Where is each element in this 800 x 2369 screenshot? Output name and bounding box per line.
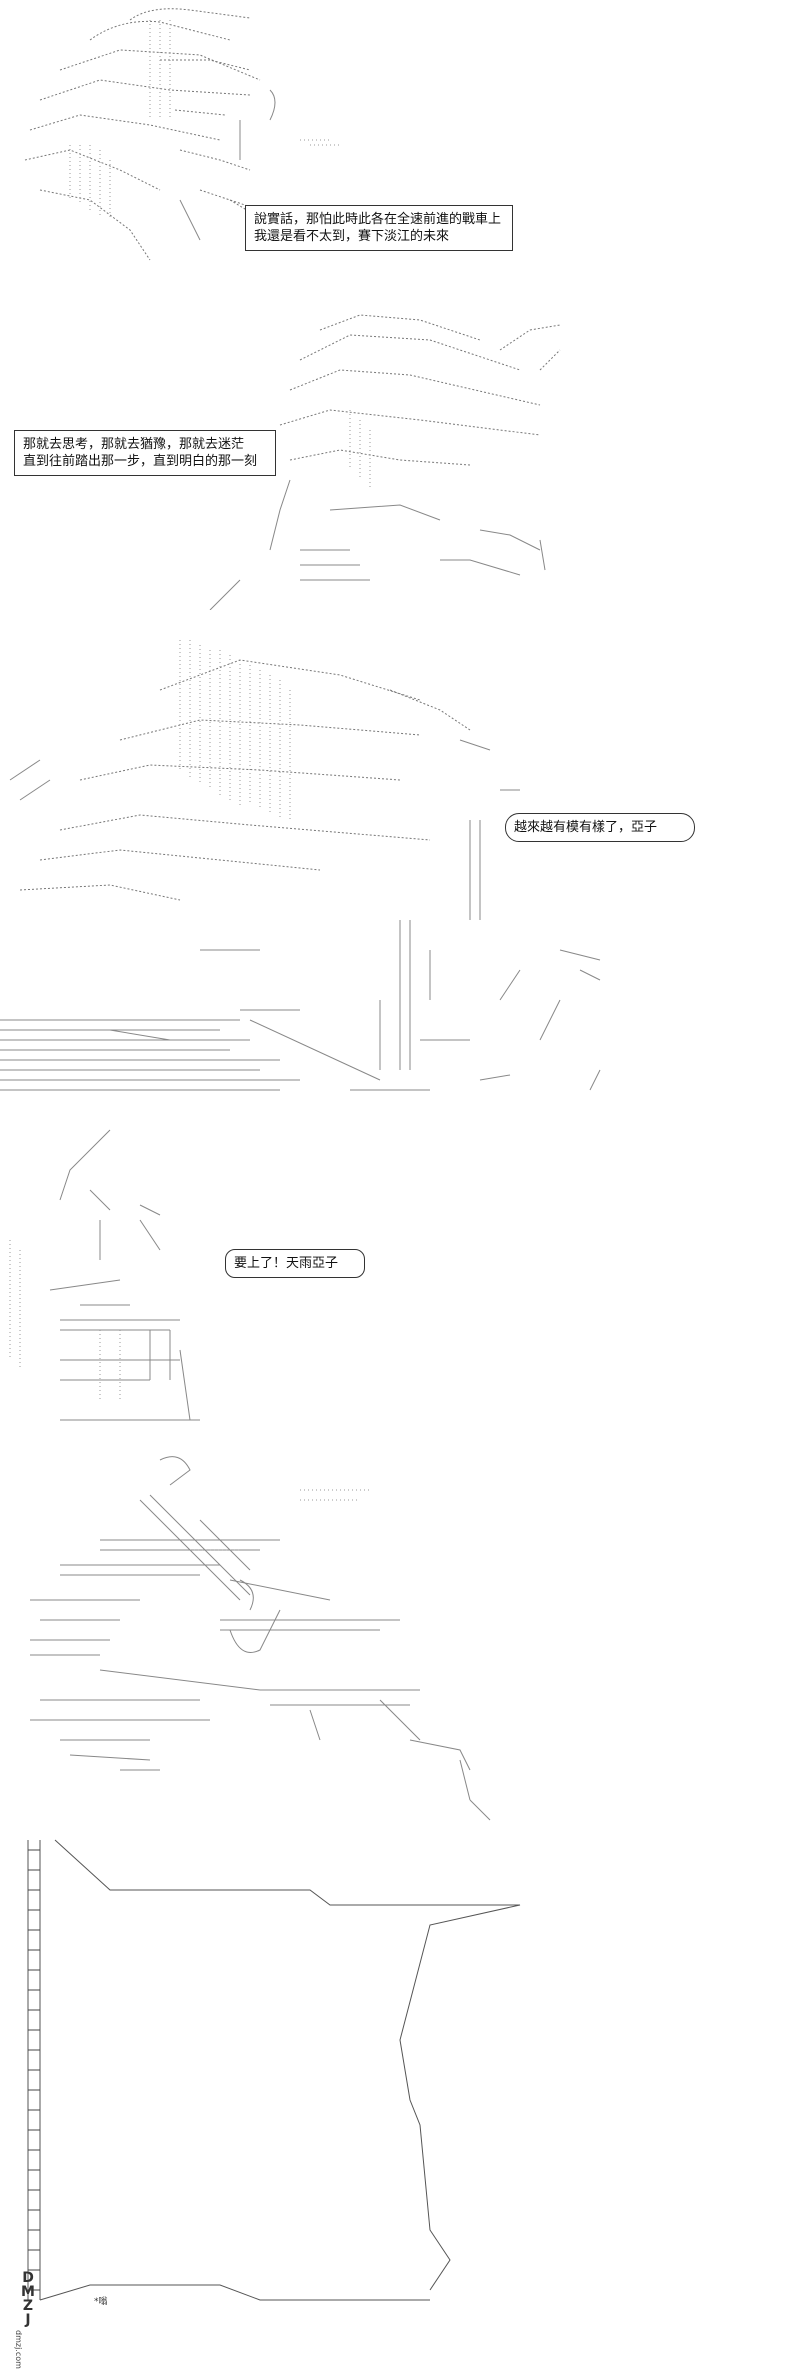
panel-1: 說實話，那怕此時此各在全速前進的戰車上 我還是看不太到，賽下淡江的未來	[0, 0, 800, 300]
panel-3-speech-bubble: 越來越有模有樣了，亞子	[505, 813, 695, 842]
panel-6: *嗡	[0, 1830, 800, 2366]
panel-1-ascii-art	[24, 8, 340, 261]
bubble-line: 越來越有模有樣了，亞子	[514, 820, 658, 835]
panel-5-ascii-art	[30, 1456, 491, 1821]
bubble-line: 直到往前踏出那一步，直到明白的那一刻	[23, 454, 258, 469]
panel-3: 越來越有模有樣了，亞子	[0, 620, 800, 1120]
bubble-line: 說實話，那怕此時此各在全速前進的戰車上	[254, 212, 502, 227]
panel-4-ascii-art	[9, 1129, 200, 1421]
panel-2-speech-bubble: 那就去思考，那就去猶豫，那就去迷茫 直到往前踏出那一步，直到明白的那一刻	[14, 430, 276, 476]
watermark: DMZJ dmzj.com	[6, 2270, 36, 2369]
panel-4: 要上了！天雨亞子	[0, 1120, 800, 1440]
bubble-line: 我還是看不太到，賽下淡江的未來	[254, 229, 450, 244]
panel-1-speech-bubble: 說實話，那怕此時此各在全速前進的戰車上 我還是看不太到，賽下淡江的未來	[245, 205, 513, 251]
bubble-line: 那就去思考，那就去猶豫，那就去迷茫	[23, 437, 245, 452]
watermark-site: dmzj.com	[14, 2330, 23, 2369]
panel-6-frame-art	[27, 1839, 521, 2301]
panel-5	[0, 1440, 800, 1830]
panel-4-speech-bubble: 要上了！天雨亞子	[225, 1249, 365, 1278]
watermark-logo: DMZJ	[20, 2270, 36, 2326]
panel-2-ascii-art	[209, 314, 561, 610]
panel-3-ascii-art	[0, 640, 601, 1091]
panel-2: 那就去思考，那就去猶豫，那就去迷茫 直到往前踏出那一步，直到明白的那一刻	[0, 310, 800, 610]
panel-6-sound-effect: *嗡	[94, 2297, 108, 2307]
bubble-line: 要上了！天雨亞子	[234, 1256, 339, 1271]
